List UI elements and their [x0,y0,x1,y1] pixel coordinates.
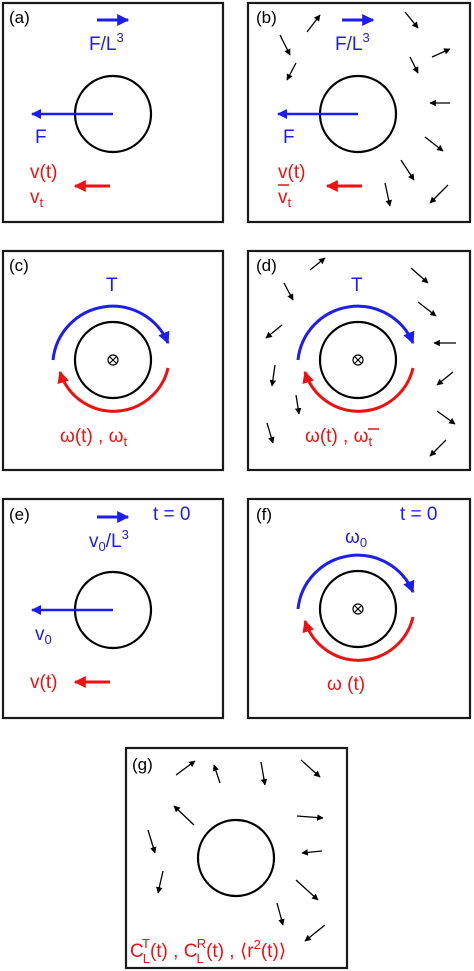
correlation-functions-label: CLT(t) , CLR(t) , ⟨r2(t)⟩ [130,936,286,966]
fluid-particle-arrow [410,267,429,284]
fluid-particle-arrow [266,422,275,444]
panel-c-label: (c) [9,256,29,275]
velocity-label: v(t) [30,672,57,693]
axis-into-page-symbol [352,603,364,615]
fluid-particle-arrow [384,182,392,207]
initial-velocity-label: v0 [35,624,52,647]
average-terminal-velocity-label: vt [278,187,292,210]
panel-e-label: (e) [9,505,30,524]
panel-c: (c) T ω(t) , ωt [1,249,225,472]
fluid-particle-arrow [269,364,277,387]
panel-a-label: (a) [9,8,30,27]
fluid-particle-arrow [295,879,319,901]
panel-g-frame [124,746,349,970]
fluid-particle-arrow [175,760,196,776]
torque-label: T [106,275,118,296]
initial-time-label: t = 0 [400,504,438,525]
terminal-velocity-label: vt [30,187,44,210]
angular-velocity-label: ω (t) [327,674,365,695]
fluid-particle-arrow [304,924,326,942]
panel-f-label: (f) [256,505,272,524]
angular-velocity-arc-arrow [57,367,170,413]
fluid-particle-arrow [147,829,157,854]
panel-d: (d) T ω(t) , ωt [246,249,472,472]
fluid-particle-arrow [429,184,449,204]
fluid-particle-arrows [279,11,451,207]
fluid-particle-arrow [296,814,324,821]
sphere [196,818,276,898]
sphere [73,320,153,400]
initial-velocity-per-volume-label: v0/L3 [89,527,129,554]
fluid-particle-arrow [260,761,268,786]
force-label: F [283,127,295,148]
panel-a: (a) F/L3 F v(t) vt [1,1,225,224]
fluid-particle-arrow [436,410,456,425]
sphere [318,320,398,400]
panel-f: (f) t = 0 ω0 ω (t) [246,497,472,720]
fluid-particle-arrow [306,14,321,33]
fluid-particle-arrow [429,439,447,457]
axis-into-page-symbol [107,354,119,366]
fluid-particle-arrow [279,34,291,56]
fluid-particle-arrow [431,48,451,58]
force-label: F [35,127,47,148]
fluid-particle-arrow [283,282,294,301]
fluid-particle-arrow [404,11,419,29]
fluid-particle-arrow [173,805,195,826]
velocity-label: v(t) [30,162,57,183]
fluid-particle-arrows [265,257,456,457]
fluid-particle-arrow [417,301,437,317]
initial-time-label: t = 0 [153,504,191,525]
fluid-particle-arrow [294,394,302,415]
angular-velocity-label: ω(t) , ωt [305,426,372,449]
fluid-particle-arrow [286,62,297,81]
axis-into-page-symbol [352,354,364,366]
angular-velocity-label: ω(t) , ωt [60,426,127,449]
panel-e: (e) t = 0 v0/L3 v0 v(t) [1,497,225,720]
sphere [318,569,398,649]
fluid-particle-arrow [424,136,444,152]
fluid-particle-arrow [400,159,415,181]
panel-g: (g) CLT(t) , CLR(t) , ⟨r2(t)⟩ [124,746,349,970]
fluid-particle-arrow [300,759,321,778]
torque-arc-arrow [51,304,170,361]
panel-d-label: (d) [256,256,277,275]
velocity-label: v(t) [278,162,305,183]
fluid-particle-arrow [309,257,326,271]
fluid-particle-arrow [301,849,323,856]
fluid-particle-arrow [265,324,283,339]
angular-velocity-arc-arrow [302,367,415,413]
fluid-particle-arrow [409,56,419,74]
fluid-particle-arrows [147,759,326,942]
angular-velocity-arc-arrow [302,616,415,662]
force-per-volume-label: F/L3 [89,30,124,55]
torque-arc-arrow [296,304,415,361]
panel-b: (b) F/L3 F v(t) vt [246,1,472,224]
force-per-volume-label: F/L3 [335,30,370,55]
torque-label: T [351,275,363,296]
panel-b-label: (b) [256,8,277,27]
initial-angular-velocity-label: ω0 [345,527,367,550]
fluid-particle-arrow [276,902,285,926]
fluid-particle-arrow [156,870,164,894]
fluid-particle-arrow [436,371,454,386]
fluid-particle-arrow [212,764,221,784]
panel-g-label: (g) [132,755,153,774]
initial-angular-velocity-arc-arrow [296,553,415,610]
